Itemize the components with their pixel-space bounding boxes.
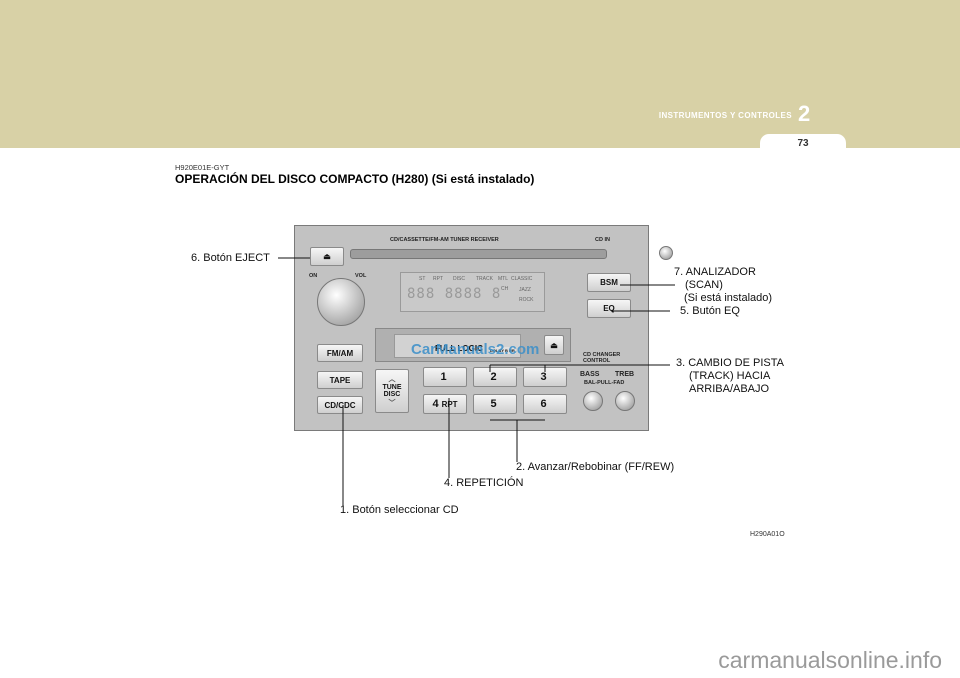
page-number: 73 — [797, 138, 809, 149]
full-logic-label: FULL LOGIC — [435, 344, 483, 353]
up-chevron-icon: ︿ — [388, 376, 396, 383]
section-title: INSTRUMENTOS Y CONTROLES — [658, 111, 792, 120]
tape-window: FULL LOGIC DOLBY B NR — [394, 334, 521, 358]
cd-slot — [350, 249, 607, 259]
volume-knob[interactable] — [317, 278, 365, 326]
callout-scan-3: (Si está instalado) — [684, 292, 773, 304]
ind-track: TRACK — [476, 276, 493, 282]
preset-number: 3 — [540, 371, 547, 383]
header-band — [0, 0, 960, 148]
page-title: OPERACIÓN DEL DISCO COMPACTO (H280) (Si … — [175, 172, 535, 186]
vol-label: VOL — [355, 273, 367, 279]
preset-number: 6 — [540, 398, 547, 410]
preset-2-button[interactable]: 2 — [473, 367, 517, 387]
ind-jazz: JAZZ — [519, 287, 531, 293]
callout-scan-1: 7. ANALIZADOR — [674, 266, 756, 278]
ind-rock: ROCK — [519, 297, 534, 303]
fm-am-button[interactable]: FM/AM — [317, 344, 363, 362]
preset-1-button[interactable]: 1 — [423, 367, 467, 387]
down-chevron-icon: ﹀ — [388, 400, 396, 407]
bsm-button[interactable]: BSM — [587, 273, 631, 292]
preset-number: 2 — [490, 371, 497, 383]
preset-6-button[interactable]: 6 — [523, 394, 567, 414]
display-digits: 888 8888 8 — [407, 286, 502, 302]
tune-label: TUNE — [382, 384, 402, 391]
callout-eq: 5. Butón EQ — [680, 305, 740, 317]
disc-label: DISC — [383, 391, 401, 398]
radio-panel: CD/CASSETTE/FM-AM TUNER RECEIVER CD IN ⏏… — [294, 225, 673, 431]
footer-watermark: carmanualsonline.info — [718, 647, 942, 673]
cd-in-label: CD IN — [595, 237, 610, 243]
callout-track-3: ARRIBA/ABAJO — [689, 383, 770, 395]
preset-number: 5 — [490, 398, 497, 410]
cd-in-indicator — [659, 246, 673, 260]
on-label: ON — [309, 273, 318, 279]
cd-changer-label: CD CHANGER CONTROL — [583, 352, 621, 364]
callout-track-2: (TRACK) HACIA — [689, 370, 771, 382]
callout-repeat: 4. REPETICIÓN — [444, 477, 524, 489]
ind-classic: CLASSIC — [511, 276, 533, 282]
display: ST RPT DISC TRACK MTL CLASSIC CH JAZZ RO… — [400, 272, 545, 312]
doc-code: H920E01E-GYT — [175, 163, 230, 172]
bass-knob[interactable] — [583, 391, 603, 411]
chapter-number: 2 — [798, 101, 811, 126]
tape-button[interactable]: TAPE — [317, 371, 363, 389]
eq-button[interactable]: EQ — [587, 299, 631, 318]
ind-ch: CH — [501, 286, 509, 292]
ind-rpt: RPT — [433, 276, 443, 282]
callout-eject: 6. Botón EJECT — [191, 252, 270, 264]
preset-number: 4 — [432, 398, 439, 410]
bal-fad-label: BAL-PULL-FAD — [584, 380, 625, 386]
cd-cdc-button[interactable]: CD/CDC — [317, 396, 363, 414]
callout-track-1: 3. CAMBIO DE PISTA — [676, 357, 784, 369]
page-tab — [760, 134, 846, 151]
cassette-door: FULL LOGIC DOLBY B NR ⏏ — [375, 328, 571, 362]
dolby-label: DOLBY B NR — [489, 347, 516, 354]
callout-cd-select: 1. Botón seleccionar CD — [340, 504, 459, 516]
tune-disc-rocker[interactable]: ︿ TUNE DISC ﹀ — [375, 369, 409, 413]
eject-icon: ⏏ — [323, 252, 331, 261]
model-label: CD/CASSETTE/FM-AM TUNER RECEIVER — [390, 237, 499, 243]
ind-st: ST — [419, 276, 426, 282]
callout-scan-2: (SCAN) — [685, 279, 723, 291]
ind-mtl: MTL — [498, 276, 508, 282]
rpt-label: RPT — [441, 399, 458, 409]
callout-ffrew: 2. Avanzar/Rebobinar (FF/REW) — [516, 461, 675, 473]
preset-5-button[interactable]: 5 — [473, 394, 517, 414]
figure-code: H290A01O — [750, 531, 785, 538]
eject-icon: ⏏ — [550, 340, 558, 350]
treb-label: TREB — [615, 371, 635, 378]
ind-disc: DISC — [453, 276, 465, 282]
preset-number: 1 — [440, 371, 447, 383]
treb-knob[interactable] — [615, 391, 635, 411]
eject-button[interactable]: ⏏ — [310, 247, 344, 266]
tape-eject-button[interactable]: ⏏ — [544, 335, 564, 355]
bass-label: BASS — [580, 371, 600, 378]
watermark: CarManuals2.com — [411, 341, 540, 358]
